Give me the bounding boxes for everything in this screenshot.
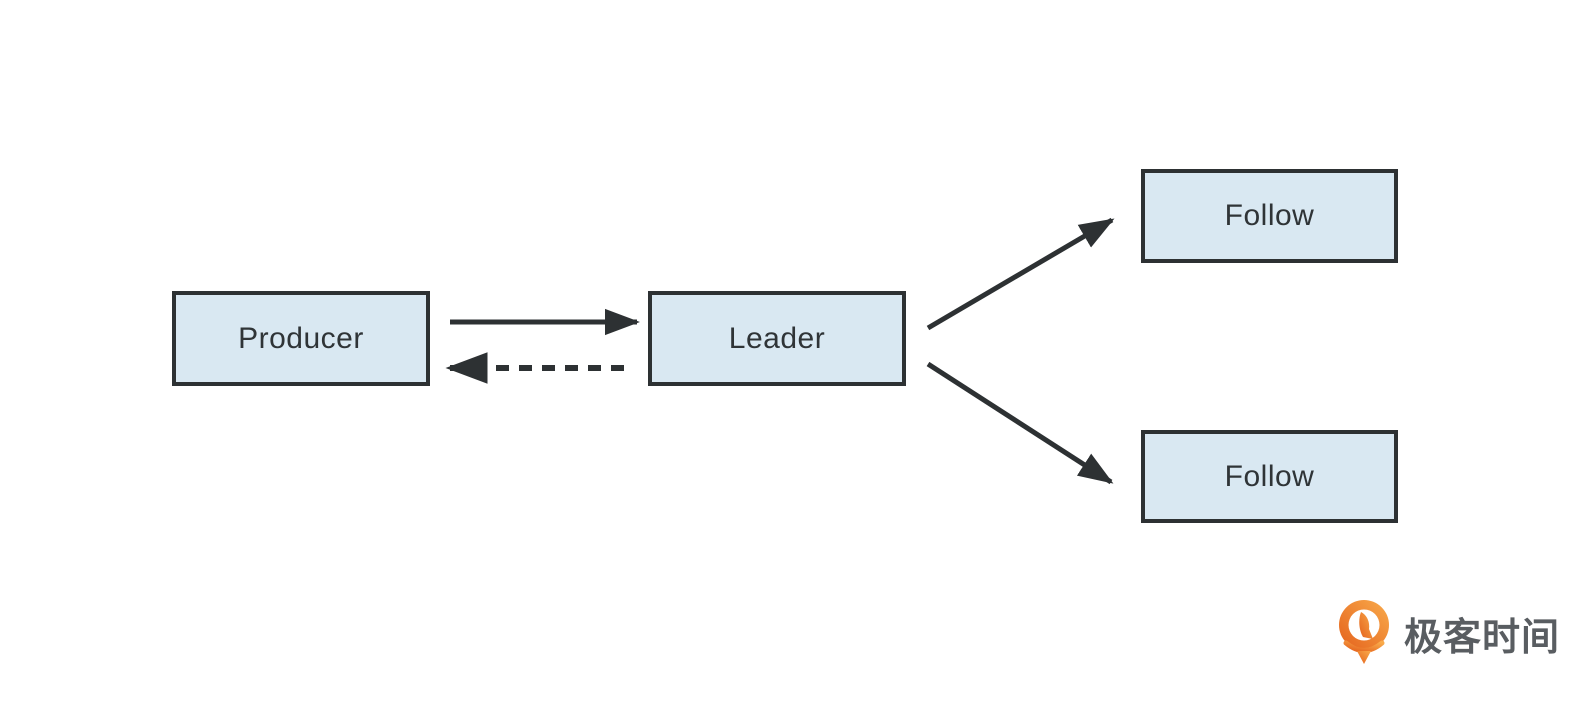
geektime-logo: 极客时间	[1336, 597, 1560, 669]
node-producer-label: Producer	[238, 321, 364, 355]
node-leader-label: Leader	[728, 321, 826, 355]
node-follow-bottom-label: Follow	[1224, 459, 1315, 493]
edge-leader-to-follow-top	[926, 217, 1115, 331]
node-follow-bottom: Follow	[1141, 430, 1398, 523]
edge-leader-to-follow-bottom	[926, 361, 1114, 485]
node-follow-top: Follow	[1141, 169, 1398, 263]
node-follow-top-label: Follow	[1224, 199, 1315, 232]
geektime-pin-icon	[1339, 600, 1389, 664]
node-producer: Producer	[172, 291, 430, 386]
geektime-logo-text: 极客时间	[1404, 616, 1561, 659]
node-leader: Leader	[648, 291, 906, 386]
